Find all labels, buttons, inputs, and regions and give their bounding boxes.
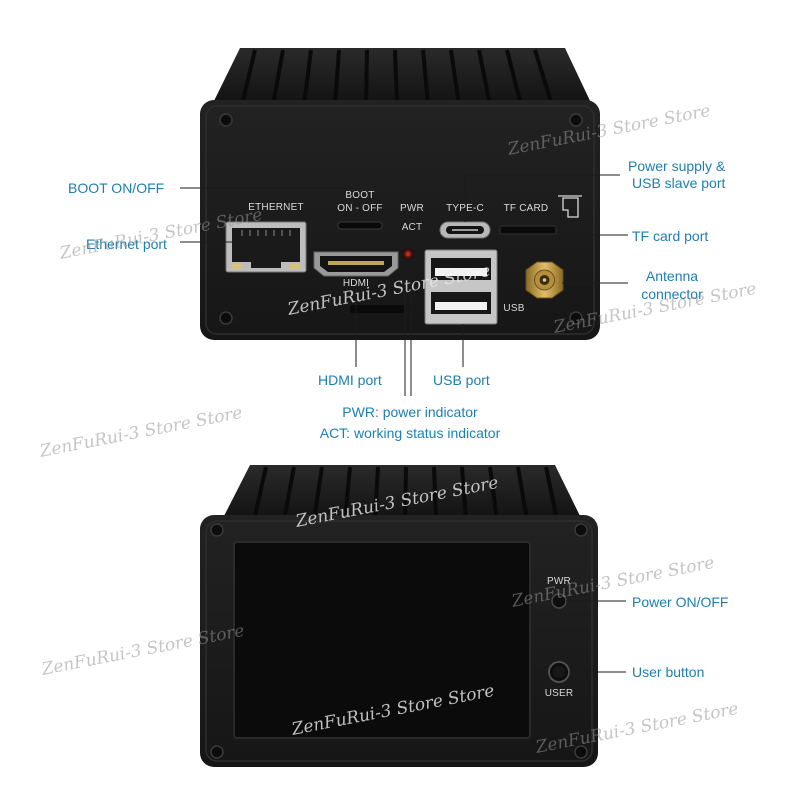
- type-c-port: [439, 221, 491, 239]
- callout-power-line1: Power supply &: [628, 158, 726, 174]
- silk-tf-card: TF CARD: [503, 203, 549, 214]
- silk-hdmi: HDMI: [342, 278, 370, 289]
- silk-usb: USB: [503, 303, 525, 314]
- callout-boot: BOOT ON/OFF: [68, 180, 165, 196]
- user-button: [548, 661, 570, 683]
- callout-pwr-indicator: PWR: power indicator: [342, 404, 478, 420]
- callout-user-button: User button: [632, 664, 705, 680]
- silk-boot: BOOT: [345, 190, 375, 201]
- hdmi-port: [313, 251, 399, 277]
- ethernet-port: [225, 221, 307, 273]
- callout-power-onoff: Power ON/OFF: [632, 594, 729, 610]
- bottom-device-heatsink: [222, 465, 582, 521]
- silk-act: ACT: [401, 222, 423, 233]
- callout-antenna-line2: connector: [641, 286, 703, 302]
- silk-pwr: PWR: [400, 203, 424, 214]
- callout-power-line2: USB slave port: [632, 175, 726, 191]
- lcd-screen: [233, 541, 531, 739]
- callout-act-indicator: ACT: working status indicator: [319, 425, 501, 441]
- tf-card-slot: [499, 225, 557, 235]
- top-device-screws: [219, 113, 583, 325]
- top-callout-lines: [180, 174, 628, 396]
- silk-user: USER: [544, 688, 574, 699]
- callout-hdmi: HDMI port: [318, 372, 382, 388]
- top-device-heatsink: [212, 48, 592, 106]
- top-device-panel: [200, 100, 600, 340]
- silk-pwr-bottom: PWR: [547, 576, 571, 587]
- callout-antenna-line1: Antenna: [645, 268, 699, 284]
- antenna-connector: [525, 261, 564, 299]
- bottom-slot: [350, 305, 404, 313]
- callout-tf-card: TF card port: [632, 228, 709, 244]
- tf-card-icon: [558, 195, 582, 218]
- silk-type-c: TYPE-C: [446, 203, 484, 214]
- callout-ethernet: Ethernet port: [86, 236, 167, 252]
- bottom-device-screws: [210, 523, 588, 759]
- usb-port: [424, 249, 498, 325]
- bottom-callout-lines: [566, 600, 626, 673]
- boot-switch: [337, 221, 383, 230]
- callout-usb: USB port: [433, 372, 490, 388]
- silk-ethernet: ETHERNET: [248, 202, 304, 213]
- silk-boot-on-off: ON - OFF: [337, 203, 383, 214]
